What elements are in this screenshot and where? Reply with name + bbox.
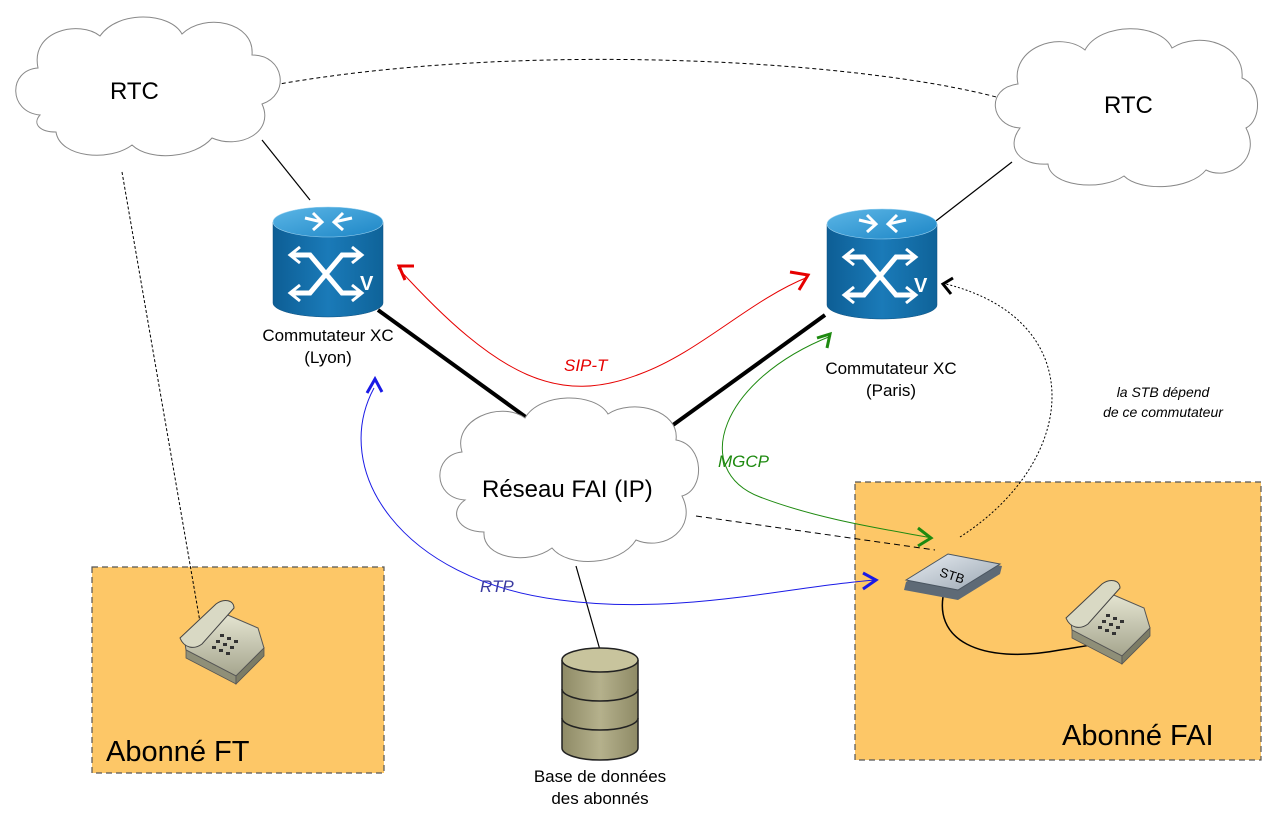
stb-label: STB <box>938 564 967 586</box>
switch-paris-glyph: V <box>914 275 928 297</box>
isp-subscriber-box <box>854 481 1262 761</box>
switch-paris-label-line1: Commutateur XC <box>825 359 957 378</box>
database-label: Base de données des abonnés <box>495 766 705 810</box>
stb-dependency-note: la STB dépend de ce commutateur <box>1078 382 1248 422</box>
rtp-arrowhead-lyon <box>365 375 384 394</box>
isp-phone-icon <box>1065 580 1151 665</box>
sip-t-arrowhead-lyon <box>396 264 414 281</box>
ft-subscriber-title: Abonné FT <box>106 736 250 768</box>
mgcp-arrow <box>722 335 933 539</box>
rtc-right-label: RTC <box>1104 92 1153 119</box>
isp-network-cloud <box>439 397 699 562</box>
rtc-lyon-link <box>261 139 311 201</box>
isp-database-link <box>575 565 601 651</box>
rtc-paris-link <box>931 161 1013 225</box>
rtp-arrow <box>360 387 877 606</box>
stb-device-icon: STB <box>904 553 1002 600</box>
switch-paris-label: Commutateur XC (Paris) <box>793 358 989 402</box>
sip-t-label: SIP-T <box>564 356 608 375</box>
mgcp-label: MGCP <box>718 452 769 471</box>
switch-paris-label-line2: (Paris) <box>865 381 917 400</box>
rtc-cloud-right <box>994 28 1259 188</box>
isp-subscriber-title: Abonné FAI <box>1062 720 1214 752</box>
stb-dependency-note-line2: de ce commutateur <box>1103 404 1223 420</box>
isp-network-label: Réseau FAI (IP) <box>482 476 653 503</box>
dependency-arrowhead-paris <box>940 276 954 295</box>
ft-phone-icon <box>179 600 265 685</box>
database-label-line1: Base de données <box>533 767 667 786</box>
sip-t-arrow <box>397 267 809 387</box>
switch-lyon-label-line1: Commutateur XC <box>262 326 394 345</box>
rtp-arrowhead-stb <box>862 571 879 591</box>
rtc-ft-phone-dashed-link <box>121 171 201 623</box>
stb-dependency-note-line1: la STB dépend <box>1116 384 1210 400</box>
database-icon <box>561 647 639 761</box>
switch-lyon-icon: V <box>272 206 384 318</box>
isp-stb-dashed-link <box>695 515 936 551</box>
rtp-label: RTP <box>480 577 514 596</box>
mgcp-arrowhead-paris <box>816 331 833 349</box>
rtc-left-label: RTC <box>110 78 159 105</box>
database-label-line2: des abonnés <box>551 789 649 808</box>
rtc-rtc-dashed-link <box>267 58 1001 99</box>
switch-paris-icon: V <box>826 208 938 320</box>
switch-lyon-label-line2: (Lyon) <box>304 348 352 367</box>
switch-lyon-label: Commutateur XC (Lyon) <box>230 325 426 369</box>
paris-isp-link <box>671 313 827 427</box>
sip-t-arrowhead-paris <box>789 270 811 291</box>
rtc-cloud-left <box>15 16 281 157</box>
switch-lyon-glyph: V <box>360 273 374 295</box>
mgcp-arrowhead-stb <box>917 526 934 548</box>
stb-paris-dotted-link <box>945 283 1053 538</box>
lyon-isp-link <box>376 308 536 425</box>
